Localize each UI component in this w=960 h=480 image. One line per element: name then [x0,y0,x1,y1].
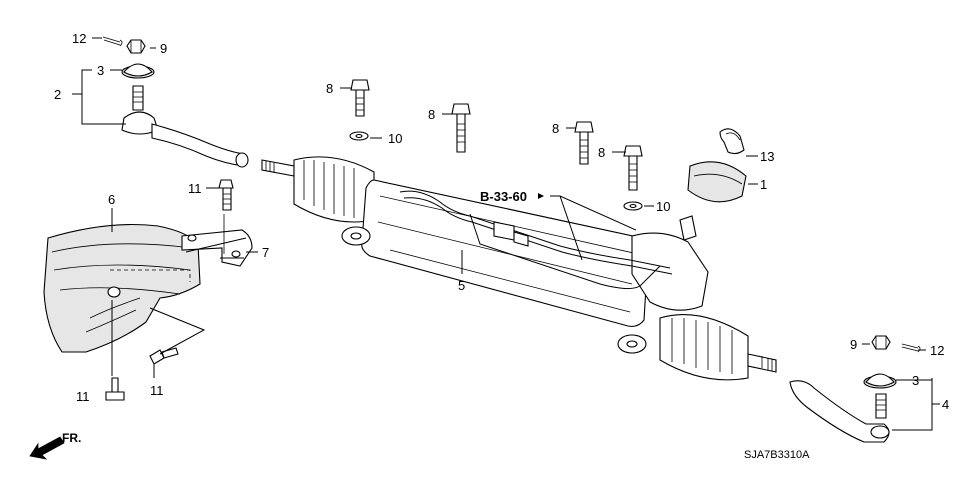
callout-12-top: 12 [72,31,86,46]
callout-11-lower-right: 11 [150,383,164,398]
diagram-code: SJA7B3310A [744,449,810,461]
leader-lines [72,37,940,431]
callout-8-b: 8 [428,107,435,122]
front-label: FR. [62,431,81,445]
callout-11-lower-left: 11 [76,389,90,404]
tie-rod-end-right [789,335,921,443]
reference-arrowhead [538,193,544,199]
callout-5: 5 [458,278,465,293]
bolt-11-upper [218,179,234,211]
bolt-11-lower-right [149,347,179,365]
callout-10-b: 10 [656,199,670,214]
tie-rod-end-left [102,36,249,168]
callout-3-top: 3 [97,63,104,78]
callout-7: 7 [262,245,269,260]
steering-gearbox [261,156,777,381]
callouts: 12 9 3 2 6 11 7 11 11 8 10 8 5 8 8 10 13… [54,31,949,412]
callout-1: 1 [760,177,767,192]
callout-13: 13 [760,149,774,164]
washer-10a [349,131,369,141]
reference-label: B-33-60 [480,189,527,204]
callout-11-upper: 11 [188,181,202,196]
mount-bolt-8a [350,79,370,117]
callout-10-a: 10 [388,131,402,146]
mount-bolt-8d [623,145,643,191]
heat-shield [43,223,201,353]
bolt-11-lower-left [105,377,125,401]
mount-bolt-8b [451,103,471,153]
callout-9-top: 9 [160,41,167,56]
callout-9-bottom: 9 [850,337,857,352]
callout-3-bottom: 3 [912,373,919,388]
callout-8-d: 8 [598,145,605,160]
callout-8-a: 8 [326,81,333,96]
callout-4: 4 [942,397,949,412]
callout-6: 6 [108,192,115,207]
shield-bracket [181,214,253,267]
washer-10b [623,201,643,211]
front-arrow-icon [29,436,65,460]
callout-12-bottom: 12 [930,343,944,358]
callout-2: 2 [54,87,61,102]
clamp-13 [719,128,745,155]
callout-8-c: 8 [552,121,559,136]
mount-bolt-8c [574,121,594,165]
front-direction-indicator: FR. [29,431,81,460]
bushing-1 [687,161,747,203]
